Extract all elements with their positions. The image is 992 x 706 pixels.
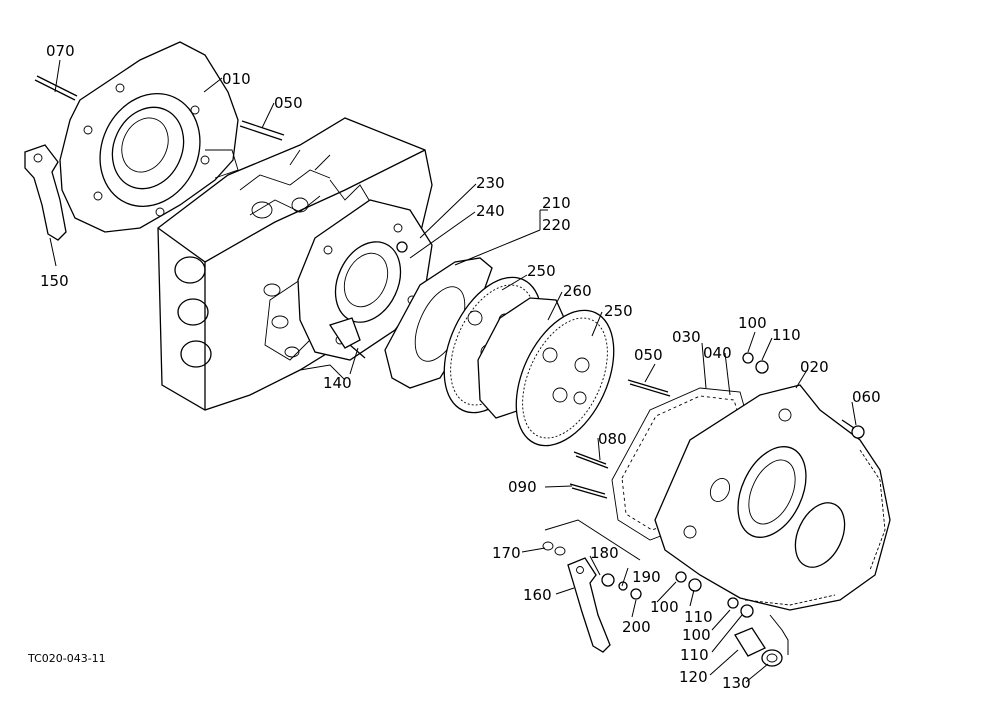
part-label-220: 220 bbox=[542, 216, 571, 234]
part-label-070: 070 bbox=[46, 42, 75, 60]
part-label-260: 260 bbox=[563, 282, 592, 300]
part-label-050: 050 bbox=[274, 94, 303, 112]
part-label-100: 100 bbox=[682, 626, 711, 644]
part-label-010: 010 bbox=[222, 70, 251, 88]
part-label-030: 030 bbox=[672, 328, 701, 346]
part-label-140: 140 bbox=[323, 374, 352, 392]
part-label-160: 160 bbox=[523, 586, 552, 604]
part-label-100: 100 bbox=[650, 598, 679, 616]
transmission-case-drawing bbox=[157, 117, 433, 411]
part-label-110: 110 bbox=[680, 646, 709, 664]
part-label-150: 150 bbox=[40, 272, 69, 290]
part-label-230: 230 bbox=[476, 174, 505, 192]
part-label-240: 240 bbox=[476, 202, 505, 220]
part-label-050: 050 bbox=[634, 346, 663, 364]
part-label-190: 190 bbox=[632, 568, 661, 586]
part-label-170: 170 bbox=[492, 544, 521, 562]
part-label-100: 100 bbox=[738, 314, 767, 332]
part-label-110: 110 bbox=[684, 608, 713, 626]
part-label-060: 060 bbox=[852, 388, 881, 406]
part-label-020: 020 bbox=[800, 358, 829, 376]
part-label-130: 130 bbox=[722, 674, 751, 692]
lever-150-drawing bbox=[24, 144, 67, 241]
rear-housing-020-drawing bbox=[569, 352, 891, 667]
part-labels: 070 010 050 150 230 240 210 220 250 260 … bbox=[27, 42, 881, 692]
part-label-200: 200 bbox=[622, 618, 651, 636]
part-label-120: 120 bbox=[679, 668, 708, 686]
part-label-180: 180 bbox=[590, 544, 619, 562]
leader-lines bbox=[49, 59, 857, 683]
part-label-250: 250 bbox=[527, 262, 556, 280]
plate-230-drawing bbox=[297, 199, 433, 361]
part-label-090: 090 bbox=[508, 478, 537, 496]
part-label-250: 250 bbox=[604, 302, 633, 320]
clutch-disc-stack-drawing bbox=[384, 257, 615, 447]
lever-160-drawing bbox=[542, 541, 642, 653]
part-label-210: 210 bbox=[542, 194, 571, 212]
part-label-080: 080 bbox=[598, 430, 627, 448]
front-cover-drawing bbox=[34, 41, 285, 233]
reference-code: TC020-043-11 bbox=[27, 652, 106, 665]
part-label-040: 040 bbox=[703, 344, 732, 362]
part-label-110: 110 bbox=[772, 326, 801, 344]
